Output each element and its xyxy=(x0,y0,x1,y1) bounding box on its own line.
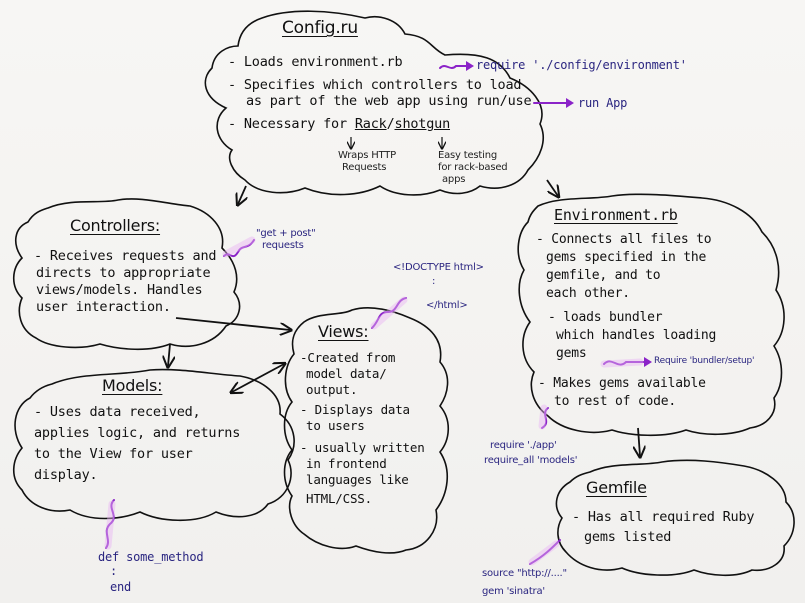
gems-squiggle xyxy=(603,360,645,366)
environment-title: Environment.rb xyxy=(554,206,678,224)
gemfile-line-2: gems listed xyxy=(584,529,672,545)
views-title: Views: xyxy=(318,322,369,341)
environment-line-5: - loads bundler xyxy=(548,310,663,325)
config-line-specifies-a: - Specifies which controllers to load xyxy=(228,77,522,93)
gemfile-note-b: gem 'sinatra' xyxy=(482,586,545,597)
views-line-7: in frontend xyxy=(306,456,387,471)
environment-line-9: to rest of code. xyxy=(554,394,677,409)
views-line-2: model data/ xyxy=(306,366,387,381)
shotgun-note-c: apps xyxy=(442,174,466,185)
controllers-line-2: directs to appropriate xyxy=(36,265,211,281)
models-line-1: - Uses data received, xyxy=(34,404,201,420)
controllers-note-squiggle xyxy=(223,239,255,258)
arrow-controllers-to-views xyxy=(175,317,290,330)
gemfile-note-a: source "http://...." xyxy=(482,568,567,579)
models-line-3: to the View for user xyxy=(34,446,193,462)
views-note-c: </html> xyxy=(426,300,468,311)
shotgun-note-b: for rack-based xyxy=(438,162,508,173)
config-cloud xyxy=(204,10,544,196)
views-line-3: output. xyxy=(306,382,358,397)
models-line-4: display. xyxy=(34,467,98,483)
arrow-models-views xyxy=(232,364,284,392)
config-run-app-note: run App xyxy=(578,96,628,110)
environment-line-8: - Makes gems available xyxy=(538,376,706,391)
views-note-a: <!DOCTYPE html> xyxy=(393,262,484,273)
config-require-squiggle xyxy=(439,65,467,69)
views-cloud xyxy=(283,307,450,554)
environment-gems-note: Require 'bundler/setup' xyxy=(654,356,755,366)
environment-note-b: require_all 'models' xyxy=(484,455,578,466)
views-line-5: to users xyxy=(306,418,365,433)
rack-note-b: Requests xyxy=(342,162,387,173)
shotgun-note-a: Easy testing xyxy=(438,150,498,161)
models-title: Models: xyxy=(102,376,163,395)
config-title: Config.ru xyxy=(282,18,358,38)
environment-cloud xyxy=(517,193,785,437)
environment-line-4: each other. xyxy=(546,286,630,301)
views-line-6: - usually written xyxy=(300,440,425,455)
models-note-a: def some_method xyxy=(98,550,204,564)
environment-line-7: gems xyxy=(556,346,587,361)
config-line-loads-environment: - Loads environment.rb xyxy=(228,54,403,70)
config-line-necessary: - Necessary for Rack/shotgun xyxy=(228,116,451,132)
views-line-1: -Created from xyxy=(300,350,396,365)
gemfile-line-1: - Has all required Ruby xyxy=(572,509,755,525)
config-line-specifies-b: as part of the web app using run/use xyxy=(246,93,532,109)
environment-line-2: gems specified in the xyxy=(546,250,707,265)
gemfile-title: Gemfile xyxy=(586,478,647,497)
environment-line-6: which handles loading xyxy=(556,328,717,343)
environment-note-squiggle xyxy=(541,407,549,429)
models-note-squiggle xyxy=(105,499,115,549)
rack-note-a: Wraps HTTP xyxy=(338,150,397,161)
environment-note-a: require './app' xyxy=(490,440,557,451)
arrow-config-to-environment xyxy=(546,179,558,196)
gemfile-cloud xyxy=(555,459,795,577)
controllers-line-3: views/models. Handles xyxy=(36,282,203,298)
controllers-title: Controllers: xyxy=(70,216,161,235)
models-line-2: applies logic, and returns xyxy=(34,425,241,441)
gemfile-note-squiggle xyxy=(529,539,561,565)
arrow-config-to-controllers xyxy=(238,185,246,204)
environment-line-3: gemfile, and to xyxy=(546,268,661,283)
config-require-note: require './config/environment' xyxy=(476,58,687,72)
environment-line-1: - Connects all files to xyxy=(536,232,712,247)
views-note-squiggle xyxy=(371,297,407,329)
views-line-9: HTML/CSS. xyxy=(306,491,372,506)
models-note-b: : xyxy=(110,564,118,578)
views-line-4: - Displays data xyxy=(300,402,410,417)
arrow-controllers-to-models xyxy=(168,343,170,366)
arrow-environment-to-gemfile xyxy=(638,427,640,456)
models-note-c: end xyxy=(110,580,132,594)
views-line-8: languages like xyxy=(306,472,409,487)
controllers-line-4: user interaction. xyxy=(36,299,171,315)
controllers-note-a: "get + post" xyxy=(256,228,316,239)
controllers-line-1: - Receives requests and xyxy=(34,248,217,264)
controllers-note-b: requests xyxy=(262,240,304,251)
views-note-b: : xyxy=(432,276,436,287)
models-cloud xyxy=(12,368,295,522)
